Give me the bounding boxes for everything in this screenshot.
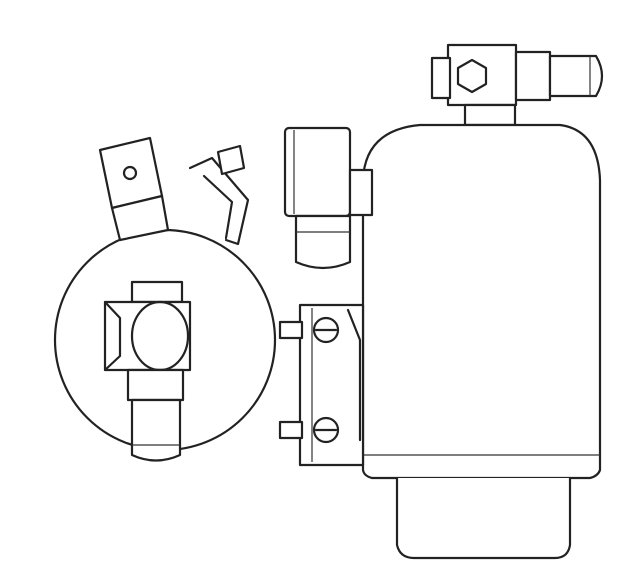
mounting-tab bbox=[98, 136, 170, 242]
pressure-switch-tab bbox=[188, 144, 250, 246]
inlet-fitting bbox=[103, 280, 192, 462]
drier-cylinder bbox=[361, 123, 602, 480]
sight-glass bbox=[283, 126, 374, 270]
side-view bbox=[278, 43, 604, 560]
mounting-bracket bbox=[278, 303, 365, 467]
end-view bbox=[53, 136, 277, 462]
bolt-lower bbox=[278, 416, 340, 444]
bolt-upper bbox=[278, 316, 340, 344]
drier-base bbox=[395, 478, 572, 560]
top-fitting bbox=[430, 43, 604, 127]
